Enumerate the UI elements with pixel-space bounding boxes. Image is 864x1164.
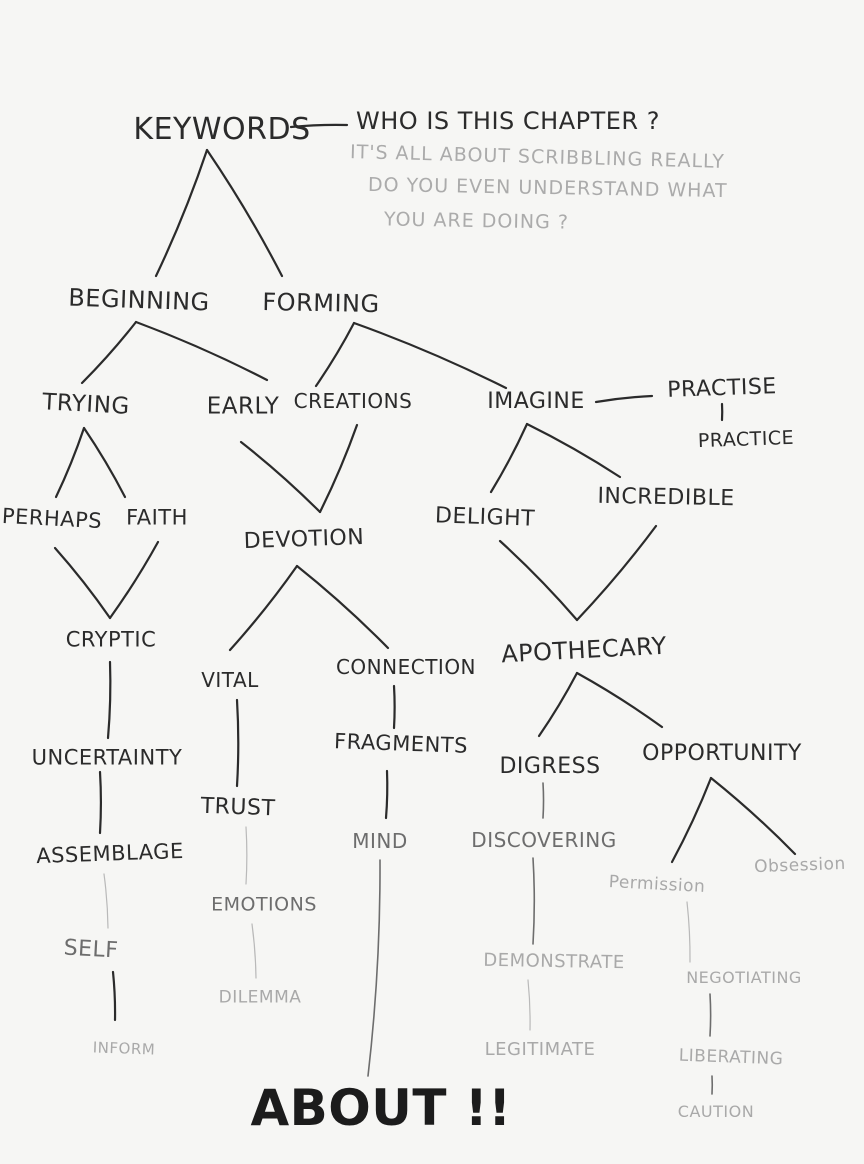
edge-devotion-to-vital [228, 564, 299, 652]
chapter-question: WHO IS THIS CHAPTER ? [356, 107, 660, 135]
node-emotions: EMOTIONS [211, 893, 317, 916]
node-trust: TRUST [200, 793, 276, 822]
edge-digress-to-discovering [542, 782, 545, 819]
node-caution: CAUTION [677, 1102, 755, 1121]
edge-self-to-inform [111, 970, 117, 1022]
edge-incredible-to-apothecary [575, 524, 658, 622]
node-practise: PRACTISE [666, 374, 778, 403]
edge-delight-to-apothecary [498, 539, 579, 622]
node-discovering: DISCOVERING [471, 828, 617, 852]
node-demonstrate: DEMONSTRATE [483, 949, 625, 974]
node-assemblage: ASSEMBLAGE [35, 838, 185, 869]
edge-discovering-to-demonstrate [532, 857, 536, 945]
edge-connection-to-fragments [392, 684, 396, 730]
node-inform: INFORM [92, 1038, 156, 1059]
node-legitimate: LEGITIMATE [484, 1039, 596, 1060]
node-digress: DIGRESS [499, 754, 601, 779]
edge-trying-to-faith [82, 426, 127, 499]
edge-opportunity-to-obsession [709, 776, 797, 856]
node-permission: Permission [608, 871, 706, 898]
node-fragments: FRAGMENTS [333, 729, 469, 758]
node-forming: FORMING [262, 287, 380, 319]
edge-devotion-to-connection [295, 564, 390, 650]
edge-apothecary-to-digress [537, 671, 579, 738]
edge-imagine-to-practise [594, 394, 654, 404]
node-delight: DELIGHT [434, 503, 536, 532]
edge-forming-to-creations [314, 321, 356, 388]
node-connection: CONNECTION [335, 655, 477, 679]
edge-faith-to-cryptic [108, 540, 160, 620]
edge-mind-to-about [367, 859, 381, 1077]
edge-trust-to-emotions [245, 826, 248, 885]
node-keywords: KEYWORDS [133, 112, 311, 147]
edge-vital-to-trust [235, 698, 240, 788]
edge-early-to-devotion [239, 440, 322, 514]
node-vital: VITAL [201, 668, 259, 692]
note-line-3: YOU ARE DOING ? [383, 208, 570, 234]
edge-keywords-to-question [289, 123, 349, 129]
edge-beginning-to-trying [80, 320, 138, 385]
node-uncertainty: UNCERTAINTY [31, 745, 183, 770]
edge-imagine-to-delight [489, 422, 529, 494]
node-perhaps: PERHAPS [1, 503, 103, 534]
node-liberating: LIBERATING [678, 1045, 784, 1070]
node-opportunity: OPPORTUNITY [642, 741, 802, 766]
node-faith: FAITH [126, 505, 188, 530]
edge-keywords-to-forming [205, 148, 284, 278]
edge-perhaps-to-cryptic [53, 546, 112, 620]
edge-imagine-to-incredible [525, 422, 622, 479]
edge-beginning-to-early [134, 320, 269, 382]
node-practice: PRACTICE [697, 426, 795, 453]
node-obsession: Obsession [753, 853, 847, 878]
node-creations: CREATIONS [293, 389, 413, 413]
node-devotion: DEVOTION [243, 524, 365, 555]
edge-demonstrate-to-legitimate [527, 979, 531, 1031]
edge-negotiating-to-liberating [709, 993, 712, 1037]
node-dilemma: DILEMMA [218, 987, 302, 1008]
node-trying: TRYING [41, 389, 131, 420]
edge-permission-to-negotiating [686, 901, 691, 963]
node-beginning: BEGINNING [67, 283, 211, 317]
edge-apothecary-to-opportunity [575, 671, 664, 729]
node-self: SELF [63, 935, 120, 964]
edge-uncertainty-to-assemblage [98, 770, 103, 835]
edge-assemblage-to-self [103, 873, 109, 929]
edge-emotions-to-dilemma [251, 923, 257, 979]
edge-creations-to-devotion [318, 423, 359, 514]
node-early: EARLY [206, 393, 280, 420]
edge-cryptic-to-uncertainty [106, 660, 112, 740]
edge-keywords-to-beginning [154, 148, 209, 278]
edge-forming-to-imagine [352, 321, 508, 390]
node-negotiating: NEGOTIATING [686, 968, 802, 987]
node-about: ABOUT !! [250, 1079, 512, 1137]
edge-trying-to-perhaps [54, 426, 86, 499]
node-imagine: IMAGINE [487, 389, 585, 414]
node-incredible: INCREDIBLE [597, 483, 735, 512]
node-mind: MIND [352, 829, 408, 853]
edge-opportunity-to-permission [670, 776, 713, 864]
node-cryptic: CRYPTIC [65, 627, 157, 652]
edge-fragments-to-mind [384, 769, 389, 820]
